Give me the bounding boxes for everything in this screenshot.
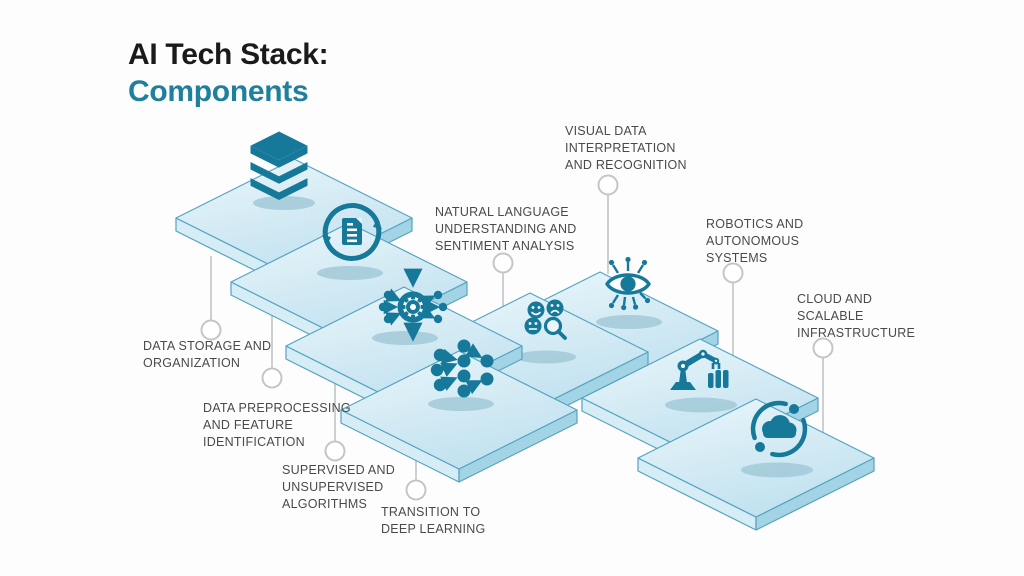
label-data-preprocessing: DATA PREPROCESSING AND FEATURE IDENTIFIC…	[203, 401, 351, 449]
leader-data-storage	[200, 256, 222, 341]
title-line-1: AI Tech Stack:	[128, 38, 329, 71]
label-data-storage: DATA STORAGE AND ORGANIZATION	[143, 339, 272, 370]
database-layers-icon	[250, 131, 308, 200]
sentiment-faces-icon	[524, 299, 567, 340]
title-line-2: Components	[128, 75, 309, 108]
page-title: AI Tech Stack: Components	[128, 36, 329, 110]
label-cloud: CLOUD AND SCALABLE INFRASTRUCTURE	[797, 292, 916, 340]
platform-cloud	[637, 398, 875, 531]
label-nlp: NATURAL LANGUAGE UNDERSTANDING AND SENTI…	[435, 205, 577, 253]
eye-recognition-icon	[605, 256, 651, 311]
label-deep-learning: TRANSITION TO DEEP LEARNING	[381, 505, 486, 536]
neural-network-icon	[430, 339, 494, 398]
leader-vision	[597, 174, 619, 274]
label-robotics: ROBOTICS AND AUTONOMOUS SYSTEMS	[706, 217, 804, 265]
robot-arm-icon	[670, 349, 729, 390]
gear-network-icon	[378, 268, 448, 342]
leader-data-preprocessing	[261, 306, 283, 389]
document-sync-icon	[322, 203, 382, 261]
platform-deep-learning	[340, 350, 578, 483]
label-algorithms: SUPERVISED AND UNSUPERVISED ALGORITHMS	[282, 463, 396, 511]
label-vision: VISUAL DATA INTERPRETATION AND RECOGNITI…	[565, 124, 687, 172]
leader-cloud	[812, 337, 834, 433]
cloud-infrastructure-icon	[750, 400, 808, 458]
leader-nlp	[492, 252, 514, 312]
leader-robotics	[722, 262, 744, 356]
